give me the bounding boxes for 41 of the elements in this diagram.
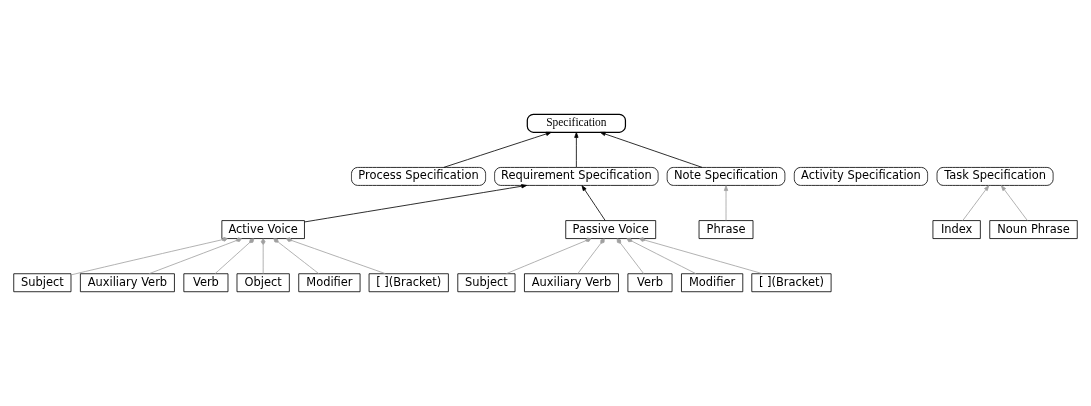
node-box: Passive Voice <box>565 220 657 239</box>
arrow <box>599 131 703 168</box>
arrow <box>443 131 552 168</box>
node-box: Modifier <box>681 273 744 293</box>
connector <box>505 237 592 275</box>
arrow <box>304 184 527 223</box>
node-box: [ ](Bracket) <box>751 273 832 293</box>
connector <box>626 237 697 275</box>
connector <box>70 236 228 276</box>
arrow <box>574 132 579 168</box>
node-box: Active Voice <box>221 220 305 239</box>
arrow <box>962 185 990 221</box>
node-box: Note Specification <box>666 167 786 186</box>
arrow <box>723 185 729 221</box>
node-box: Activity Specification <box>793 167 928 186</box>
node-box: Index <box>932 220 981 239</box>
node-box: Noun Phrase <box>989 220 1078 239</box>
node-box: Auxiliary Verb <box>80 273 175 293</box>
connector <box>616 238 645 275</box>
connector <box>639 237 763 275</box>
node-box: Subject <box>457 273 516 293</box>
node-box: Specification <box>526 113 627 133</box>
node-box: Subject <box>13 273 72 293</box>
node-box: Task Specification <box>936 167 1054 186</box>
node-box: Process Specification <box>351 167 486 186</box>
node-box: Auxiliary Verb <box>524 273 619 293</box>
node-box: Requirement Specification <box>494 167 659 186</box>
connector <box>286 237 386 275</box>
connector <box>260 238 266 275</box>
node-box: [ ](Bracket) <box>368 273 449 293</box>
node-box: Object <box>236 273 290 293</box>
node-box: Phrase <box>698 220 754 239</box>
arrow <box>581 185 606 221</box>
connector <box>214 238 255 275</box>
connector <box>148 237 242 275</box>
node-box: Verb <box>627 273 673 293</box>
connector <box>273 238 320 275</box>
connector <box>577 238 605 275</box>
node-box: Modifier <box>298 273 361 293</box>
arrow <box>1000 185 1028 221</box>
node-box: Verb <box>183 273 229 293</box>
